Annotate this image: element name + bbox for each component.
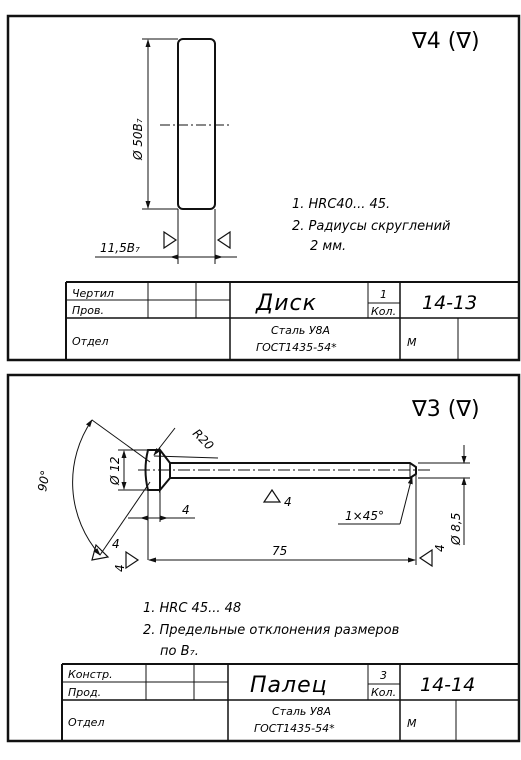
arrowhead [140,515,148,521]
drawing-pin: ∇3 (∇) Ø 12 90° R20 4 4 [6,373,521,743]
tb1-scale: М [407,336,417,349]
tb2-material-1: Сталь У8А [272,705,331,718]
leader-line [399,476,413,525]
arrowhead [215,254,223,260]
leader-line [153,427,176,456]
tb1-material-2: ГОСТ1435-54* [256,341,337,354]
extension-line [99,481,151,556]
title-block-1 [65,281,519,360]
rough-mid-label: 4 [284,495,292,509]
dim-line-radius [153,455,219,459]
dim-arc-angle [72,419,101,556]
roughness-mark-left-a [91,543,110,561]
dim-4-label: 4 [182,503,190,517]
tb2-row2-label: Прод. [68,686,101,699]
dim-thickness-label: 11,5В₇ [100,241,140,255]
tb1-row2-label: Пров. [72,304,104,317]
roughness-symbol-1: ∇4 (∇) [411,29,480,54]
frame-1 [6,14,521,362]
dim-radius-label: R20 [190,426,217,453]
tb1-code: 14-13 [422,292,477,314]
roughness-mark-left-b [125,550,140,570]
dim-shaft-label: Ø 8,5 [449,513,463,546]
extension-line [91,419,151,463]
dim-diameter-label: Ø 50В₇ [131,118,145,161]
disk-body [177,38,216,210]
tb1-material-1: Сталь У8А [271,324,330,337]
tb1-qty-value: 1 [380,288,387,301]
tb2-row1-label: Констр. [68,668,113,681]
roughness-symbol-2: ∇3 (∇) [411,397,480,422]
tb2-qty-value: 3 [380,669,387,682]
title-block-2 [61,663,519,741]
note-1-3: 2 мм. [310,239,346,254]
roughness-mark-right [216,230,231,250]
roughness-mark-right [418,548,433,568]
drawing-disk: ∇4 (∇) Ø 50В₇ 11,5В₇ 1. HRC40... 45. 2. … [6,14,521,362]
note-2-2: 2. Предельные отклонения размеров [143,623,399,638]
arrowhead [170,254,178,260]
tb2-qty-label: Кол. [371,686,396,699]
dim-length-label: 75 [272,544,287,558]
tb1-qty-label: Кол. [371,305,396,318]
tb2-part-name: Палец [250,673,328,698]
rough-left-label: 4 [112,537,120,551]
roughness-mark-left [163,230,178,250]
frame-2 [6,373,521,743]
tb2-material-2: ГОСТ1435-54* [254,722,335,735]
tb1-row3-label: Отдел [72,335,108,348]
tb1-part-name: Диск [255,291,317,316]
note-1-1: 1. HRC40... 45. [292,197,390,212]
dim-angle-label: 90° [35,469,52,492]
tb1-row1-label: Чертил [72,287,114,300]
dim-head-label: Ø 12 [108,456,122,486]
arrowhead [160,515,168,521]
tb2-row3-label: Отдел [68,716,104,729]
tb2-code: 14-14 [420,674,475,696]
rough-left2-label: 4 [113,564,127,572]
dim-chamfer-label: 1×45° [345,509,384,523]
note-2-3: по В₇. [160,644,199,659]
note-2-1: 1. HRC 45... 48 [143,601,241,616]
roughness-mark-mid [262,488,282,503]
note-1-2: 2. Радиусы скруглений [292,219,451,234]
tb2-scale: М [407,717,417,730]
rough-right-label: 4 [433,544,447,552]
